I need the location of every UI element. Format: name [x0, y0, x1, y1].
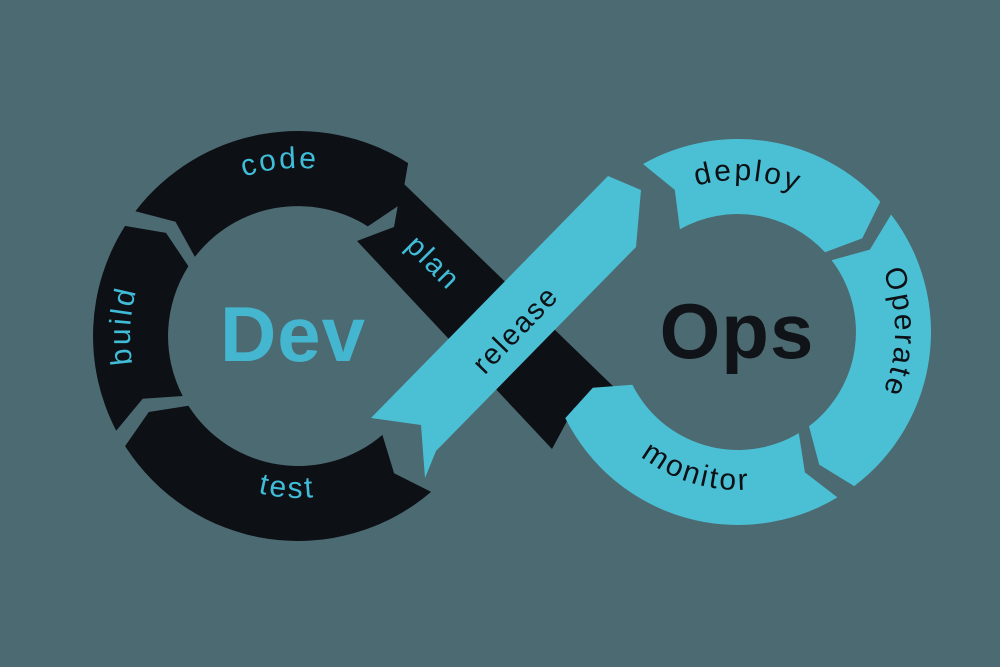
- dev-loop: [93, 131, 617, 541]
- dev-title-text: Dev: [220, 290, 366, 378]
- deploy-segment: [643, 138, 881, 253]
- test-label: test: [256, 468, 316, 505]
- code-segment: [135, 131, 409, 257]
- ops-title-text: Ops: [660, 287, 815, 375]
- ops-loop: [371, 138, 931, 525]
- build-segment: [93, 225, 189, 431]
- test-segment: [125, 405, 432, 541]
- dev-title: Dev: [220, 290, 366, 378]
- release-band: [371, 176, 641, 478]
- operate-segment: [809, 214, 931, 487]
- monitor-segment: [565, 384, 838, 525]
- ops-title: Ops: [660, 287, 815, 375]
